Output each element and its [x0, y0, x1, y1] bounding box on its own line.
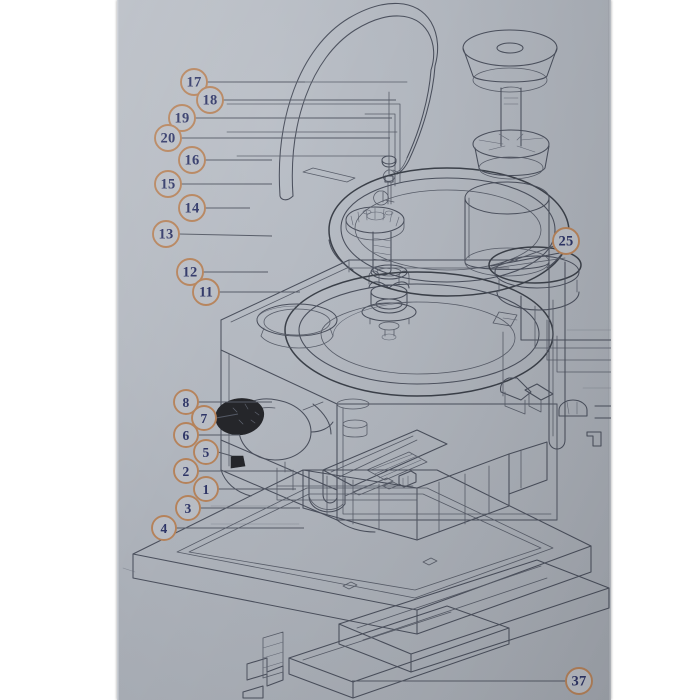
callout-circle-14 — [178, 194, 206, 222]
callout-circle-20 — [154, 124, 182, 152]
callout-circle-8 — [173, 389, 199, 415]
callout-balloon-11[interactable]: 11 — [192, 278, 220, 306]
callout-circle-6 — [173, 422, 199, 448]
callout-number-2: 2 — [183, 464, 190, 479]
part-upper-plates — [226, 81, 408, 187]
paper-right-edge — [608, 0, 611, 700]
callout-number-12: 12 — [183, 265, 198, 281]
callout-circle-7 — [191, 405, 217, 431]
part-hoses-and-fittings — [308, 398, 448, 513]
callout-leaders — [176, 81, 566, 682]
callout-balloon-1[interactable]: 1 — [193, 476, 219, 502]
part-right-brackets — [499, 295, 611, 447]
part-flush-wheel — [345, 206, 405, 241]
callout-number-16: 16 — [185, 153, 200, 169]
callout-balloon-25[interactable]: 25 — [552, 227, 580, 255]
callout-balloon-4[interactable]: 4 — [151, 515, 177, 541]
callout-balloon-8[interactable]: 8 — [173, 389, 199, 415]
part-lid-cover — [278, 2, 439, 206]
callout-balloon-18[interactable]: 18 — [196, 86, 224, 114]
callout-circle-3 — [175, 495, 201, 521]
callout-circle-4 — [151, 515, 177, 541]
callout-balloon-12[interactable]: 12 — [176, 258, 204, 286]
callout-number-7: 7 — [201, 411, 208, 426]
callout-number-3: 3 — [185, 501, 192, 516]
callout-number-8: 8 — [183, 395, 190, 410]
callout-circle-17 — [180, 68, 208, 96]
callout-balloon-37[interactable]: 37 — [565, 667, 593, 695]
callout-number-18: 18 — [203, 93, 218, 109]
callout-circle-25 — [552, 227, 580, 255]
part-track-rails — [242, 559, 610, 699]
callout-balloon-16[interactable]: 16 — [178, 146, 206, 174]
part-cylinder-stack — [462, 29, 558, 277]
callout-circle-19 — [168, 104, 196, 132]
callout-circle-15 — [154, 170, 182, 198]
callout-number-15: 15 — [161, 177, 176, 193]
callout-circle-16 — [178, 146, 206, 174]
callout-number-11: 11 — [199, 285, 213, 301]
callout-circle-11 — [192, 278, 220, 306]
callout-balloon-20[interactable]: 20 — [154, 124, 182, 152]
callout-circle-37 — [565, 667, 593, 695]
callout-number-37: 37 — [572, 674, 587, 690]
callout-circle-2 — [173, 458, 199, 484]
part-ribbed-pedestal — [302, 441, 548, 541]
callout-leader-7 — [215, 413, 239, 419]
part-bowl-opening — [284, 271, 554, 397]
paper-left-edge — [117, 0, 119, 700]
callout-circle-18 — [196, 86, 224, 114]
callout-number-6: 6 — [183, 428, 190, 443]
part-water-valve-tank — [215, 398, 334, 469]
construction-lines — [122, 329, 611, 573]
callout-leader-13 — [178, 233, 273, 237]
callout-number-25: 25 — [559, 234, 574, 250]
callout-number-4: 4 — [161, 521, 168, 536]
callout-balloon-3[interactable]: 3 — [175, 495, 201, 521]
callout-circle-1 — [193, 476, 219, 502]
callout-balloon-15[interactable]: 15 — [154, 170, 182, 198]
callout-balloon-19[interactable]: 19 — [168, 104, 196, 132]
callout-number-19: 19 — [175, 111, 190, 127]
callout-balloon-7[interactable]: 7 — [191, 405, 217, 431]
part-vent-cap — [381, 155, 397, 174]
callout-balloon-17[interactable]: 17 — [180, 68, 208, 96]
callout-number-13: 13 — [159, 227, 174, 243]
callout-leader-25 — [491, 245, 555, 269]
callout-balloon-2[interactable]: 2 — [173, 458, 199, 484]
callout-number-17: 17 — [187, 75, 202, 91]
part-small-hardware — [276, 451, 428, 501]
callout-circle-12 — [176, 258, 204, 286]
callout-balloon-6[interactable]: 6 — [173, 422, 199, 448]
part-discharge-standpipe — [548, 261, 566, 450]
callout-balloon-5[interactable]: 5 — [193, 439, 219, 465]
callout-number-5: 5 — [203, 445, 210, 460]
callout-number-1: 1 — [203, 482, 210, 497]
callout-leader-5 — [217, 451, 233, 457]
part-25-clamp-ring — [488, 246, 582, 311]
callout-circle-13 — [152, 220, 180, 248]
callout-number-14: 14 — [185, 201, 200, 217]
callout-number-20: 20 — [161, 131, 176, 147]
callout-circle-5 — [193, 439, 219, 465]
callout-balloon-14[interactable]: 14 — [178, 194, 206, 222]
callout-balloon-13[interactable]: 13 — [152, 220, 180, 248]
